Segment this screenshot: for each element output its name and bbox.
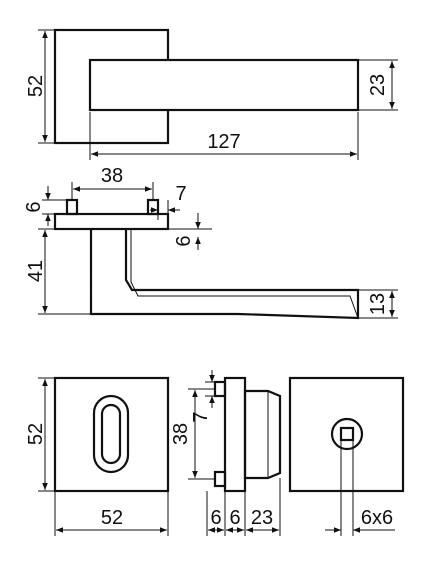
dim-pin-offset: 7 xyxy=(150,183,187,220)
dim-lever-projection: 41 xyxy=(25,228,91,315)
rose-back-plate xyxy=(288,376,405,493)
dim-pin-spacing-label: 38 xyxy=(101,165,123,187)
lever-inner-line xyxy=(130,229,359,319)
square-spindle xyxy=(339,426,355,442)
dim-escutcheon-height: 52 xyxy=(25,377,55,492)
dim-cyl-pin-spacing: 38 xyxy=(170,388,215,480)
dim-lever-tip: 13 xyxy=(358,289,398,319)
handle-side-view: 38 7 6 6 41 xyxy=(23,165,398,320)
dim-cyl-depth-c-label: 23 xyxy=(251,507,273,529)
lever-neck xyxy=(89,229,360,320)
pin-left xyxy=(65,198,79,216)
dim-lever-height: 23 xyxy=(358,59,398,111)
dim-escutcheon-width-label: 52 xyxy=(101,507,123,529)
escutcheon-side-view: 7 38 6 6 23 xyxy=(170,370,282,536)
dim-lever-tip-label: 13 xyxy=(367,293,389,315)
dim-lever-height-label: 23 xyxy=(367,74,389,96)
cyl-body xyxy=(243,389,282,480)
dim-cyl-pin-offset: 7 xyxy=(190,370,215,423)
cyl-pin-bottom xyxy=(213,470,227,488)
keyhole-inner xyxy=(100,403,122,465)
dim-escutcheon-height-label: 52 xyxy=(25,423,47,445)
dim-square-spindle: 6x6 xyxy=(325,440,395,536)
pin-right xyxy=(146,198,160,216)
cyl-pin-top xyxy=(213,380,227,398)
escutcheon-front-view: 52 52 xyxy=(25,376,170,536)
dim-lever-length: 127 xyxy=(89,112,359,160)
dim-cyl-depth-a-label: 6 xyxy=(210,507,221,529)
rose-plate-side xyxy=(53,212,170,231)
escutcheon-plate xyxy=(53,376,170,493)
dim-square-spindle-label: 6x6 xyxy=(361,507,393,529)
spindle-hole xyxy=(330,417,364,451)
dim-lever-gap-label: 6 xyxy=(173,235,195,246)
handle-top-view: 52 23 127 xyxy=(25,28,398,160)
dim-pin-height-label: 6 xyxy=(23,201,45,212)
cyl-plate xyxy=(223,376,247,493)
dim-pin-spacing: 38 xyxy=(71,165,154,200)
dim-cyl-depths: 6 6 23 xyxy=(206,478,281,536)
rose-back-view: 6x6 xyxy=(288,376,405,536)
dim-cyl-pin-spacing-label: 38 xyxy=(170,423,192,445)
dim-pin-height: 6 xyxy=(23,186,67,226)
dim-pin-offset-label: 7 xyxy=(175,183,186,205)
dim-cyl-depth-b-label: 6 xyxy=(229,507,240,529)
dim-lever-projection-label: 41 xyxy=(25,260,47,282)
dim-rose-height: 52 xyxy=(25,29,55,144)
dim-rose-height-label: 52 xyxy=(25,75,47,97)
dim-lever-length-label: 127 xyxy=(207,131,240,153)
keyhole-outer xyxy=(92,394,130,474)
dim-cyl-pin-offset-label: 7 xyxy=(190,411,212,422)
dim-escutcheon-width: 52 xyxy=(54,491,169,536)
lever-body xyxy=(88,58,360,112)
dim-lever-gap: 6 xyxy=(168,213,212,250)
